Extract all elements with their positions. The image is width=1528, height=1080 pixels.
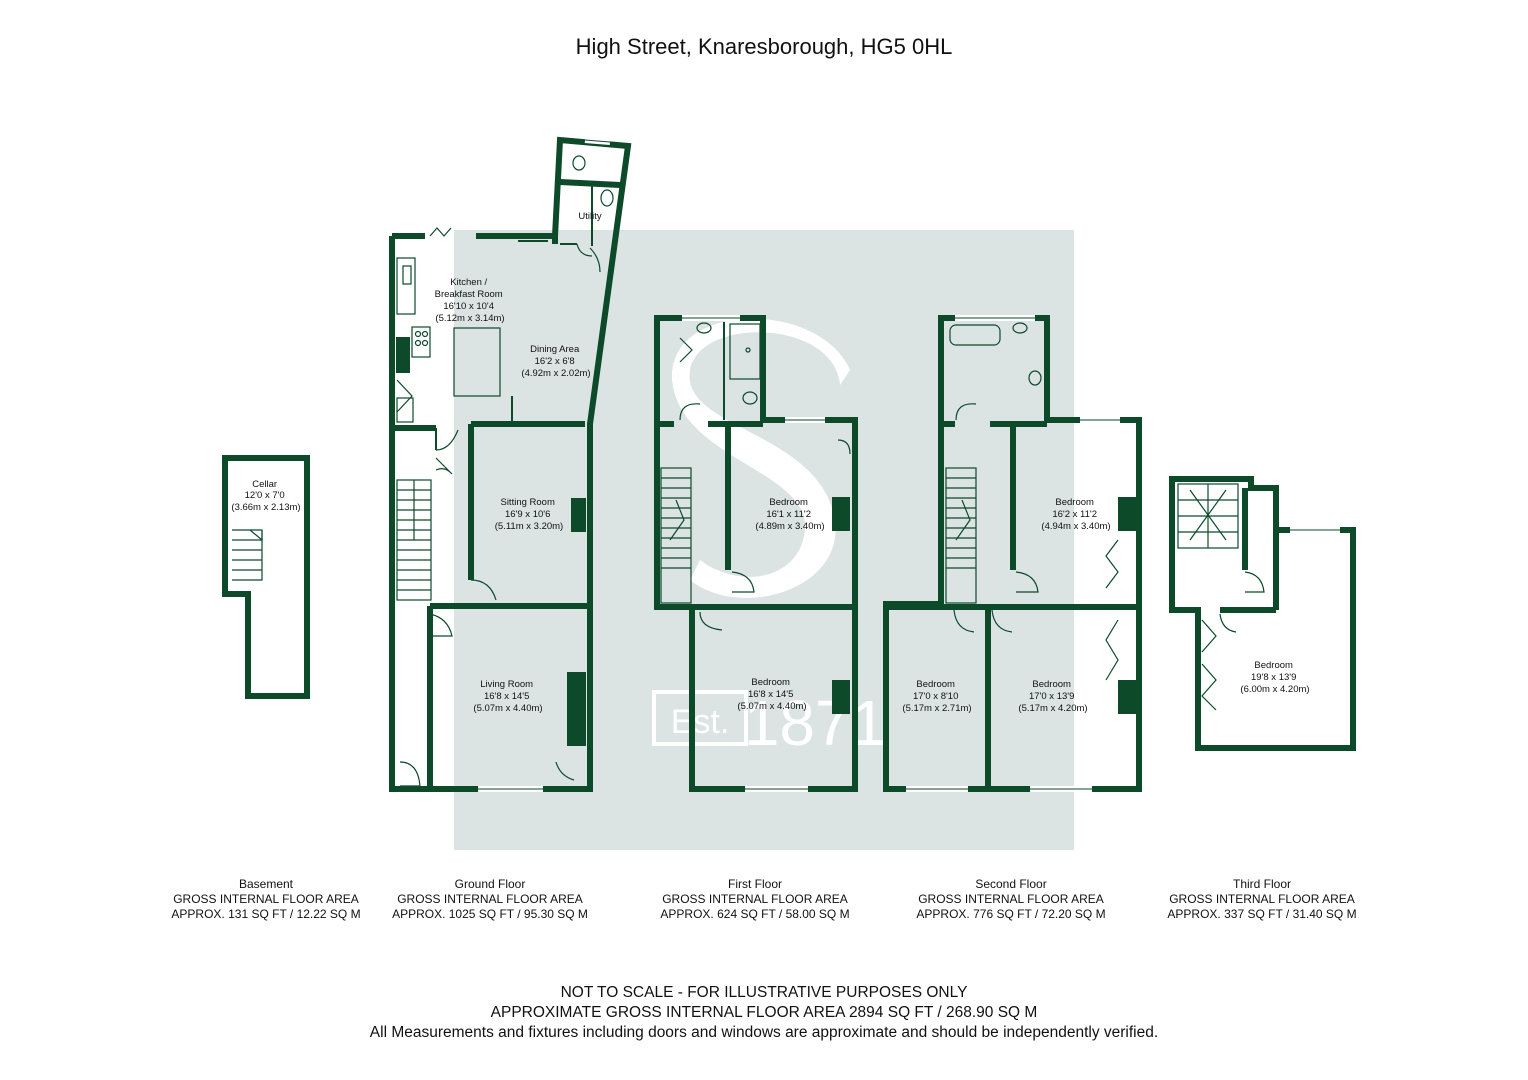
second-floor-stairs — [945, 467, 977, 604]
not-to-scale-notice: NOT TO SCALE - FOR ILLUSTRATIVE PURPOSES… — [560, 984, 968, 1001]
ground-floor-doors — [399, 429, 575, 787]
total-area-notice: APPROXIMATE GROSS INTERNAL FLOOR AREA 28… — [490, 1004, 1038, 1021]
watermark-est-box — [652, 690, 748, 746]
third-floor-outer-walls — [1169, 476, 1356, 751]
measurement-disclaimer: All Measurements and fixtures including … — [369, 1024, 1159, 1041]
watermark-year-text: 1871 — [744, 687, 886, 759]
page-title: High Street, Knaresborough, HG5 0HL — [575, 34, 953, 59]
utility-fixtures — [572, 155, 614, 273]
watermark-est-text: Est. — [671, 703, 730, 741]
kitchen-units — [396, 257, 501, 423]
ground-floor-plan: Utility Kitchen / Breakfast Room 16'10 x… — [389, 136, 632, 792]
living-room-label: Living Room 16'8 x 14'5 (5.07m x 4.40m) — [473, 679, 542, 714]
second-floor-doors — [953, 403, 1119, 681]
utility-walls — [552, 179, 621, 244]
floor-area-label: GROSS INTERNAL FLOOR AREA — [1169, 892, 1355, 906]
third-floor-bedroom-label: Bedroom 19'8 x 13'9 (6.00m x 4.20m) — [1240, 660, 1309, 695]
sitting-room-label: Sitting Room 16'9 x 10'6 (5.11m x 3.20m) — [495, 497, 563, 532]
ground-floor-caption: Ground Floor GROSS INTERNAL FLOOR AREA A… — [385, 877, 595, 922]
second-floor-front-bedroom-label: Bedroom 17'0 x 13'9 (5.17m x 4.20m) — [1018, 679, 1087, 714]
floor-area-label: GROSS INTERNAL FLOOR AREA — [397, 892, 583, 906]
cellar-label: Cellar 12'0 x 7'0 (3.66m x 2.13m) — [231, 479, 300, 513]
third-floor-doors — [1201, 571, 1265, 711]
second-floor-plan: Bedroom 16'2 x 11'2 (4.94m x 3.40m) Bedr… — [883, 315, 1142, 792]
basement-caption: Basement GROSS INTERNAL FLOOR AREA APPRO… — [166, 877, 366, 922]
floor-area-label: GROSS INTERNAL FLOOR AREA — [918, 892, 1104, 906]
floor-name: Ground Floor — [454, 877, 526, 891]
floor-name: First Floor — [728, 877, 782, 891]
basement-walls — [222, 455, 310, 699]
floor-area-value: APPROX. 624 SQ FT / 58.00 SQ M — [660, 907, 850, 921]
first-floor-stairs — [660, 467, 692, 604]
second-floor-caption: Second Floor GROSS INTERNAL FLOOR AREA A… — [906, 877, 1116, 922]
floor-name: Third Floor — [1232, 877, 1291, 891]
watermark-s-logo — [671, 318, 850, 598]
first-floor-outer-walls — [654, 315, 858, 792]
kitchen-label: Kitchen / Breakfast Room 16'10 x 10'4 (5… — [435, 277, 506, 324]
first-floor-doors — [679, 403, 851, 631]
floor-area-value: APPROX. 337 SQ FT / 31.40 SQ M — [1167, 907, 1357, 921]
floor-area-value: APPROX. 776 SQ FT / 72.20 SQ M — [916, 907, 1106, 921]
first-floor-front-bedroom-label: Bedroom 16'8 x 14'5 (5.07m x 4.40m) — [737, 677, 806, 712]
third-floor-stairs — [1177, 483, 1239, 549]
basement-stairs — [232, 529, 263, 581]
floor-name: Basement — [238, 877, 294, 891]
first-floor-plan: Bedroom 16'1 x 11'2 (4.89m x 3.40m) Bedr… — [654, 315, 858, 792]
second-floor-small-bedroom-label: Bedroom 17'0 x 8'10 (5.17m x 2.71m) — [902, 679, 971, 714]
third-floor-plan: Bedroom 19'8 x 13'9 (6.00m x 4.20m) — [1169, 476, 1356, 751]
first-floor-caption: First Floor GROSS INTERNAL FLOOR AREA AP… — [650, 877, 860, 922]
second-floor-bathroom-fixtures — [949, 322, 1042, 386]
first-floor-rear-bedroom-label: Bedroom 16'1 x 11'2 (4.89m x 3.40m) — [755, 497, 824, 532]
dining-area-label: Dining Area 16'2 x 6'8 (4.92m x 2.02m) — [521, 344, 590, 379]
ground-floor-stairs — [396, 479, 432, 601]
ground-floor-outer-walls — [389, 136, 632, 792]
disclaimer-footer: NOT TO SCALE - FOR ILLUSTRATIVE PURPOSES… — [0, 983, 1528, 1043]
floor-area-label: GROSS INTERNAL FLOOR AREA — [662, 892, 848, 906]
floor-area-value: APPROX. 131 SQ FT / 12.22 SQ M — [171, 907, 361, 921]
first-floor-bathroom-fixtures — [679, 322, 761, 405]
utility-label: Utility — [578, 211, 601, 222]
floor-area-label: GROSS INTERNAL FLOOR AREA — [173, 892, 359, 906]
floor-name: Second Floor — [975, 877, 1047, 891]
basement-plan: Cellar 12'0 x 7'0 (3.66m x 2.13m) — [222, 455, 310, 699]
second-floor-rear-bedroom-label: Bedroom 16'2 x 11'2 (4.94m x 3.40m) — [1041, 497, 1110, 532]
floor-area-value: APPROX. 1025 SQ FT / 95.30 SQ M — [392, 907, 588, 921]
third-floor-caption: Third Floor GROSS INTERNAL FLOOR AREA AP… — [1157, 877, 1367, 922]
